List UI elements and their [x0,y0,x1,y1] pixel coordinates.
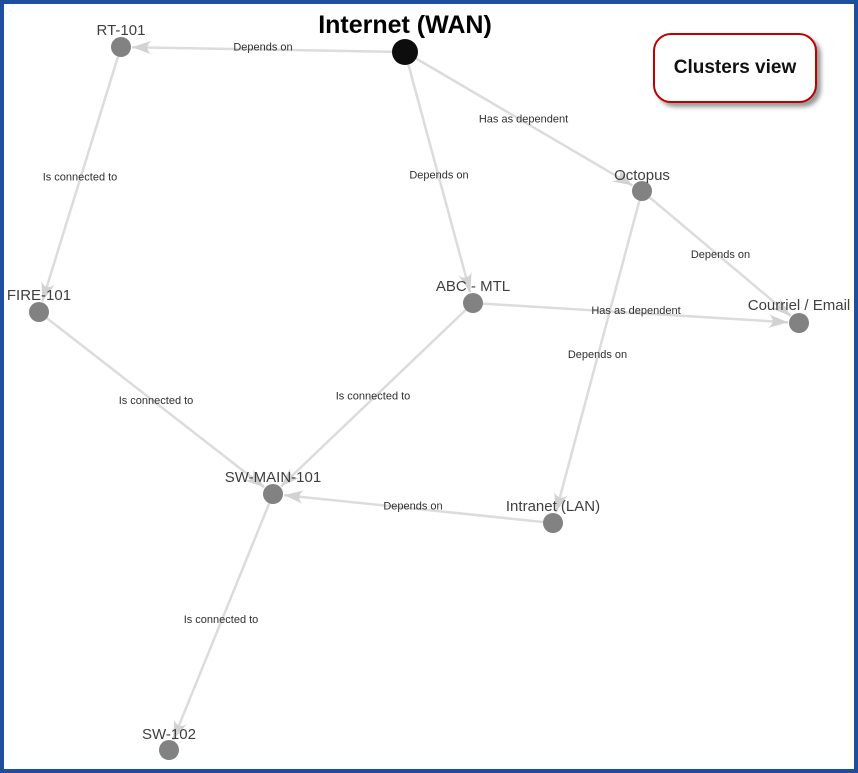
node-rt101[interactable] [111,37,131,57]
edge-label-abc_mtl-courriel: Has as dependent [591,305,680,317]
node-label-fire101: FIRE-101 [7,287,71,304]
node-octopus[interactable] [632,181,652,201]
edge-label-internet-abc_mtl: Depends on [409,170,468,182]
edge-label-internet-rt101: Depends on [233,42,292,54]
edge-label-octopus-courriel: Depends on [691,249,750,261]
edge-abc_mtl-courriel[interactable] [472,301,789,329]
node-label-abc_mtl: ABC - MTL [436,278,510,295]
node-label-octopus: Octopus [614,167,670,184]
edge-octopus-courriel[interactable] [641,190,792,317]
clusters-view-callout: Clusters view [653,33,817,103]
edge-internet-abc_mtl[interactable] [403,51,472,293]
nodes-layer [29,37,809,760]
node-sw102[interactable] [159,740,179,760]
network-graph-canvas[interactable]: Depends on Is connected to Depends on Has a… [4,4,854,769]
edge-label-intranet-sw_main: Depends on [383,501,442,513]
edge-label-abc_mtl-sw_main: Is connected to [336,391,411,403]
edge-label-internet-octopus: Has as dependent [479,114,568,126]
edge-label-rt101-fire101: Is connected to [43,172,118,184]
node-label-sw102: SW-102 [142,726,196,743]
edge-abc_mtl-sw_main[interactable] [280,302,474,488]
edge-label-fire101-sw_main: Is connected to [119,395,194,407]
node-label-intranet: Intranet (LAN) [506,498,600,515]
node-label-internet: Internet (WAN) [318,11,492,39]
edge-label-sw_main-sw102: Is connected to [184,614,259,626]
node-internet[interactable] [392,39,418,65]
edge-internet-rt101[interactable] [131,40,406,55]
labels-layer: Depends on Is connected to Depends on Has a… [7,11,850,743]
edge-octopus-intranet[interactable] [554,190,644,513]
node-courriel[interactable] [789,313,809,333]
edge-label-octopus-intranet: Depends on [568,349,627,361]
edge-internet-octopus[interactable] [404,50,634,187]
edge-rt101-fire101[interactable] [41,46,123,302]
edge-intranet-sw_main[interactable] [283,490,554,525]
node-fire101[interactable] [29,302,49,322]
node-intranet[interactable] [543,513,563,533]
edge-fire101-sw_main[interactable] [38,311,266,489]
edges-layer [38,40,792,741]
edge-sw_main-sw102[interactable] [171,493,275,741]
node-sw_main[interactable] [263,484,283,504]
node-label-rt101: RT-101 [97,22,146,39]
node-label-sw_main: SW-MAIN-101 [225,469,321,486]
node-label-courriel: Courriel / Email [748,297,851,314]
node-abc_mtl[interactable] [463,293,483,313]
